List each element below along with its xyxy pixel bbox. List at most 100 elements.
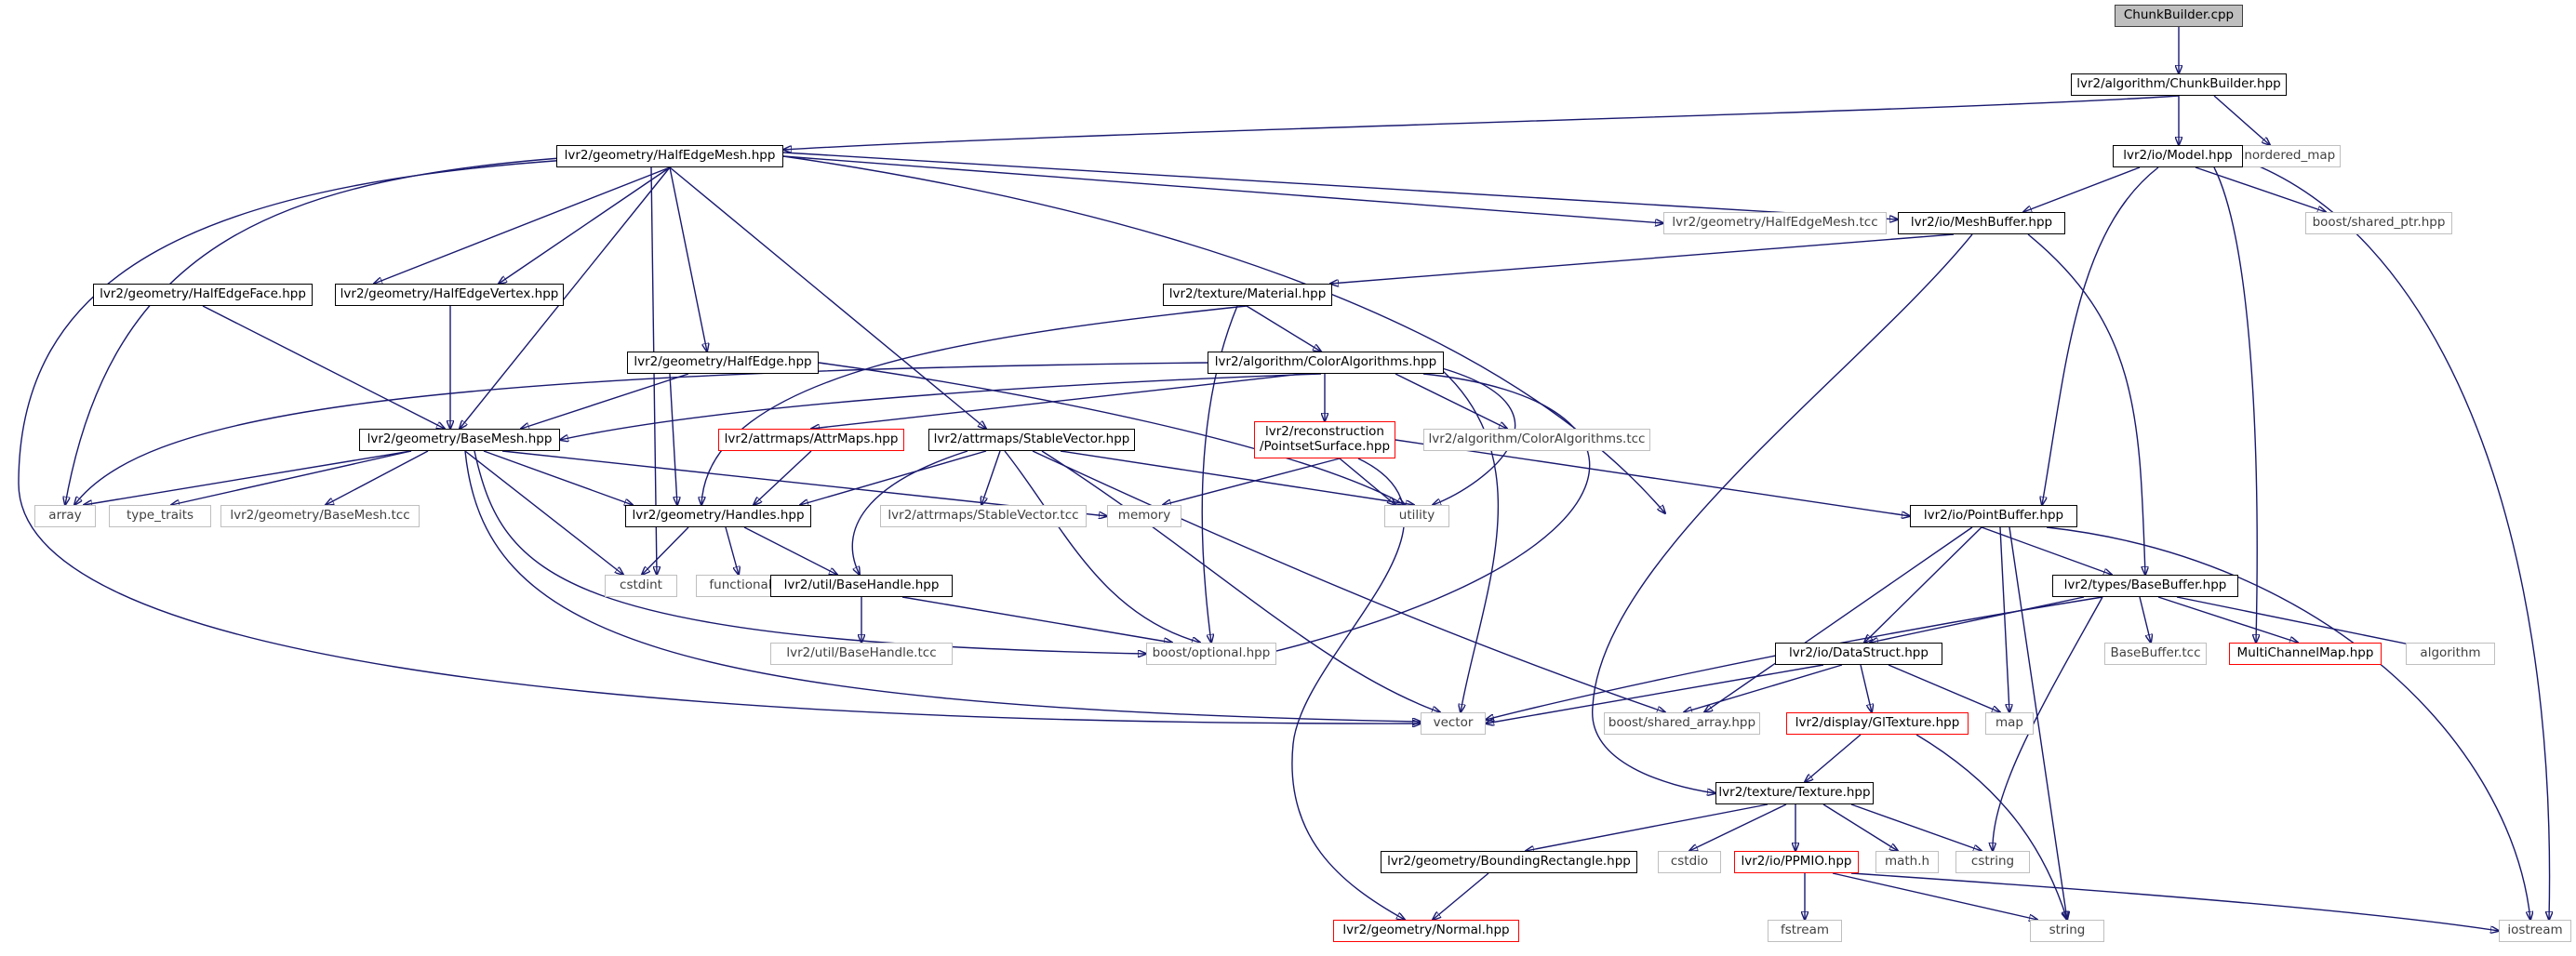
dependency-edge-74 <box>2176 596 2428 648</box>
dependency-edge-45 <box>474 450 1146 654</box>
dependency-edge-47 <box>754 450 812 505</box>
dependency-edge-89 <box>1832 872 2037 920</box>
node-halfedgevertex-hpp[interactable]: lvr2/geometry/HalfEdgeVertex.hpp <box>335 284 564 306</box>
node-unordered-map[interactable]: unordered_map <box>2231 145 2341 167</box>
dependency-edge-51 <box>1004 450 1200 643</box>
dependency-edge-19 <box>2232 155 2550 920</box>
dependency-edge-68 <box>2009 526 2067 920</box>
dependency-edge-57 <box>1395 439 1910 516</box>
dependency-edge-4 <box>782 155 1663 223</box>
dependency-edge-5 <box>782 152 1898 219</box>
node-shared-ptr-hpp[interactable]: boost/shared_ptr.hpp <box>2305 212 2452 234</box>
node-vector[interactable]: vector <box>1421 712 1486 735</box>
dependency-edge-8 <box>499 166 671 284</box>
node-pointbuffer-hpp[interactable]: lvr2/io/PointBuffer.hpp <box>1910 505 2077 527</box>
node-cstdio[interactable]: cstdio <box>1658 851 1721 873</box>
dependency-edge-13 <box>65 155 587 505</box>
node-basebuffer-tcc[interactable]: BaseBuffer.tcc <box>2104 643 2207 665</box>
dependency-edge-54 <box>1032 450 1665 712</box>
node-halfedgemesh-hpp[interactable]: lvr2/geometry/HalfEdgeMesh.hpp <box>556 145 783 167</box>
node-map[interactable]: map <box>1985 712 2034 735</box>
dependency-edge-7 <box>374 166 671 284</box>
node-ppmio-hpp[interactable]: lvr2/io/PPMIO.hpp <box>1734 851 1859 873</box>
dependency-edge-85 <box>1822 803 1898 851</box>
node-stablevector-tcc[interactable]: lvr2/attrmaps/StableVector.tcc <box>880 505 1087 527</box>
node-math-h[interactable]: math.h <box>1875 851 1939 873</box>
node-string[interactable]: string <box>2030 920 2104 942</box>
dependency-edge-41 <box>326 450 429 505</box>
dependency-edge-70 <box>1870 596 2085 643</box>
dependency-edge-55 <box>1163 458 1341 505</box>
dependency-edge-82 <box>1526 803 1768 851</box>
node-optional-hpp[interactable]: boost/optional.hpp <box>1146 643 1276 665</box>
dependency-edge-1 <box>783 95 2180 150</box>
node-halfedgeface-hpp[interactable]: lvr2/geometry/HalfEdgeFace.hpp <box>93 284 313 306</box>
node-algorithm[interactable]: algorithm <box>2406 643 2495 665</box>
node-chunkbuilder-cpp[interactable]: ChunkBuilder.cpp <box>2115 5 2243 27</box>
dependency-edge-83 <box>1689 803 1787 851</box>
dependency-edge-14 <box>18 159 1421 724</box>
node-halfedge-hpp[interactable]: lvr2/geometry/HalfEdge.hpp <box>627 352 819 374</box>
dependency-edge-3 <box>2213 95 2270 145</box>
node-material-hpp[interactable]: lvr2/texture/Material.hpp <box>1163 284 1332 306</box>
dependency-edge-48 <box>800 450 987 505</box>
node-gltexture-hpp[interactable]: lvr2/display/GlTexture.hpp <box>1786 712 1969 735</box>
dependency-edge-21 <box>2027 233 2145 575</box>
node-normal-hpp[interactable]: lvr2/geometry/Normal.hpp <box>1333 920 1519 942</box>
node-basehandle-hpp[interactable]: lvr2/util/BaseHandle.hpp <box>770 575 953 597</box>
node-shared-array-hpp[interactable]: boost/shared_array.hpp <box>1604 712 1760 735</box>
node-cstdint[interactable]: cstdint <box>605 575 677 597</box>
node-pointsetsurface-hpp[interactable]: lvr2/reconstruction /PointsetSurface.hpp <box>1254 421 1395 458</box>
dependency-edge-27 <box>811 373 1303 429</box>
dependency-edge-24 <box>1246 305 1321 352</box>
node-basemesh-tcc[interactable]: lvr2/geometry/BaseMesh.tcc <box>220 505 420 527</box>
dependency-edge-78 <box>1860 664 1872 712</box>
dependency-edge-67 <box>1999 526 2009 712</box>
node-attrmaps-hpp[interactable]: lvr2/attrmaps/AttrMaps.hpp <box>718 429 904 451</box>
node-handles-hpp[interactable]: lvr2/geometry/Handles.hpp <box>625 505 811 527</box>
node-type-traits[interactable]: type_traits <box>109 505 211 527</box>
dependency-edge-9 <box>669 166 707 352</box>
node-fstream[interactable]: fstream <box>1768 920 1842 942</box>
node-memory[interactable]: memory <box>1107 505 1181 527</box>
dependency-edge-49 <box>981 450 1001 505</box>
pointsetsurface-line-2: /PointsetSurface.hpp <box>1259 439 1391 454</box>
node-chunkbuilder-hpp[interactable]: lvr2/algorithm/ChunkBuilder.hpp <box>2071 73 2287 96</box>
node-model-hpp[interactable]: lvr2/io/Model.hpp <box>2113 145 2243 167</box>
node-utility[interactable]: utility <box>1384 505 1449 527</box>
node-cstring[interactable]: cstring <box>1955 851 2030 873</box>
dependency-edge-30 <box>1265 373 1591 654</box>
node-basemesh-hpp[interactable]: lvr2/geometry/BaseMesh.hpp <box>359 429 560 451</box>
node-halfedgemesh-tcc[interactable]: lvr2/geometry/HalfEdgeMesh.tcc <box>1663 212 1887 234</box>
node-meshbuffer-hpp[interactable]: lvr2/io/MeshBuffer.hpp <box>1898 212 2065 234</box>
dependency-edge-43 <box>464 450 623 575</box>
node-boundingrectangle-hpp[interactable]: lvr2/geometry/BoundingRectangle.hpp <box>1381 851 1637 873</box>
node-stablevector-hpp[interactable]: lvr2/attrmaps/StableVector.hpp <box>928 429 1135 451</box>
dependency-edge-20 <box>1330 233 1955 284</box>
dependency-edge-66 <box>1704 526 1973 712</box>
dependency-edge-65 <box>1864 526 1982 643</box>
node-texture-hpp[interactable]: lvr2/texture/Texture.hpp <box>1715 782 1874 804</box>
node-multichannelmap-hpp[interactable]: MultiChannelMap.hpp <box>2229 643 2382 665</box>
node-datastruct-hpp[interactable]: lvr2/io/DataStruct.hpp <box>1775 643 1942 665</box>
dependency-edge-16 <box>2042 166 2159 505</box>
dependency-edge-75 <box>1993 596 2103 851</box>
node-basehandle-tcc[interactable]: lvr2/util/BaseHandle.tcc <box>770 643 953 665</box>
node-array[interactable]: array <box>34 505 96 527</box>
dependency-edge-60 <box>725 526 739 575</box>
dependency-edge-87 <box>1433 872 1489 920</box>
node-basebuffer-hpp[interactable]: lvr2/types/BaseBuffer.hpp <box>2052 575 2238 597</box>
dependency-edge-77 <box>1684 664 1843 712</box>
dependency-edge-52 <box>1060 450 1414 505</box>
dependency-edge-53 <box>1041 450 1440 712</box>
dependency-edge-90 <box>1850 872 2499 931</box>
node-coloralgorithms-hpp[interactable]: lvr2/algorithm/ColorAlgorithms.hpp <box>1208 352 1444 374</box>
dependency-edge-39 <box>84 450 412 505</box>
node-iostream[interactable]: iostream <box>2499 920 2571 942</box>
dependency-edge-26 <box>560 373 1322 440</box>
dependency-edge-73 <box>2157 596 2298 643</box>
node-coloralgorithms-tcc[interactable]: lvr2/algorithm/ColorAlgorithms.tcc <box>1423 429 1650 451</box>
dependency-edge-80 <box>1805 734 1862 782</box>
dependency-edge-15 <box>2023 166 2141 212</box>
